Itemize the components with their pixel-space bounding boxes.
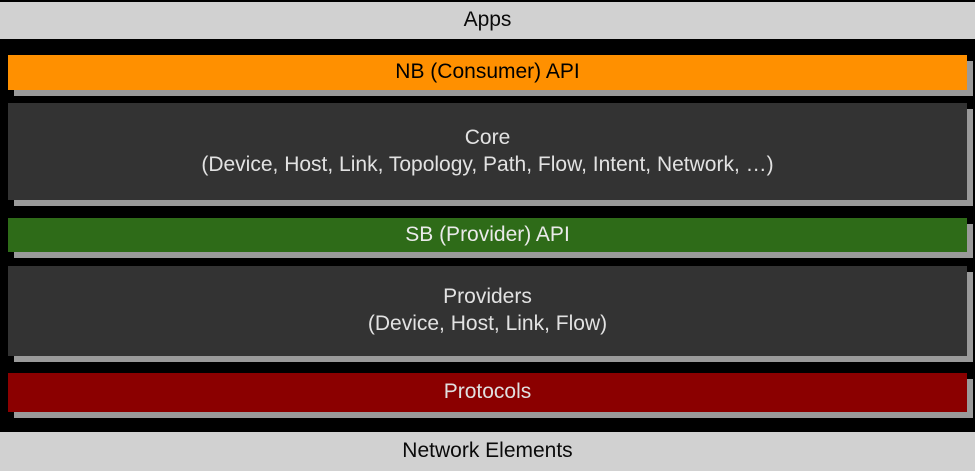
layer-network-elements: Network Elements: [0, 432, 975, 471]
layer-providers-subtitle: (Device, Host, Link, Flow): [367, 312, 608, 335]
layer-core-subtitle: (Device, Host, Link, Topology, Path, Flo…: [201, 152, 774, 176]
layer-providers: Providers (Device, Host, Link, Flow): [8, 266, 967, 356]
layer-network-elements-title: Network Elements: [402, 439, 573, 463]
layer-apps-title: Apps: [463, 8, 512, 32]
layer-sb-provider-api: SB (Provider) API: [8, 218, 967, 252]
layer-protocols: Protocols: [8, 373, 967, 412]
layer-sb-provider-api-title: SB (Provider) API: [405, 222, 570, 246]
layer-core: Core (Device, Host, Link, Topology, Path…: [8, 103, 967, 200]
layer-protocols-title: Protocols: [443, 380, 532, 404]
layer-providers-title: Providers: [443, 285, 532, 309]
layer-nb-consumer-api-title: NB (Consumer) API: [395, 60, 580, 84]
layer-core-title: Core: [464, 125, 511, 149]
layer-apps: Apps: [0, 2, 975, 39]
layer-nb-consumer-api: NB (Consumer) API: [8, 55, 967, 90]
